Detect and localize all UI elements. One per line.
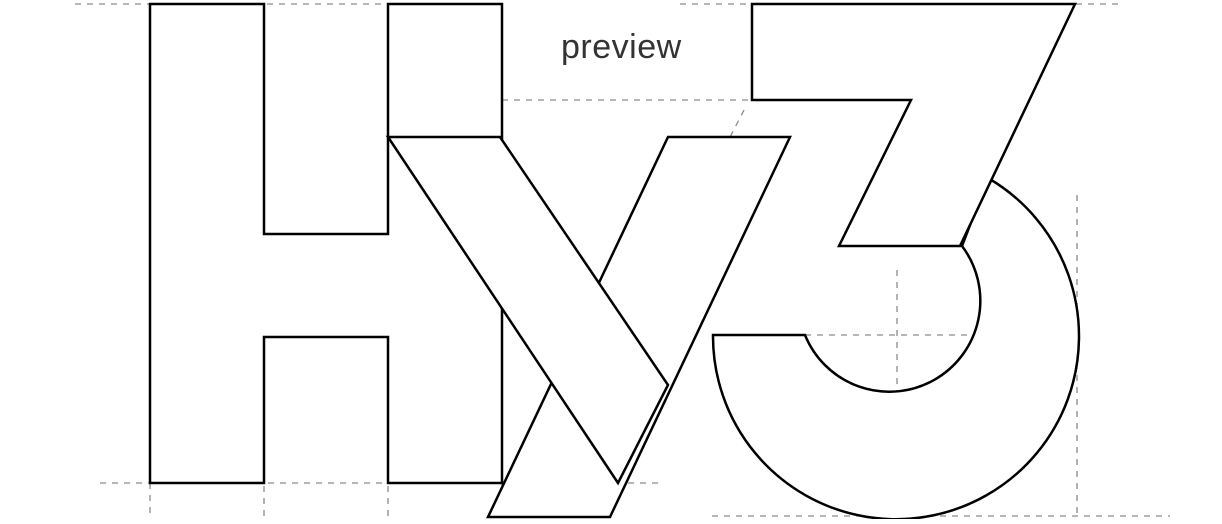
letter-y-short-arm xyxy=(385,135,670,486)
letter-y-long-arm xyxy=(486,135,792,519)
numeral-3-top xyxy=(750,2,1077,248)
numeral-3-bowl xyxy=(711,176,1081,521)
letter-h-shape xyxy=(148,2,504,485)
preview-caption: preview xyxy=(561,28,682,66)
